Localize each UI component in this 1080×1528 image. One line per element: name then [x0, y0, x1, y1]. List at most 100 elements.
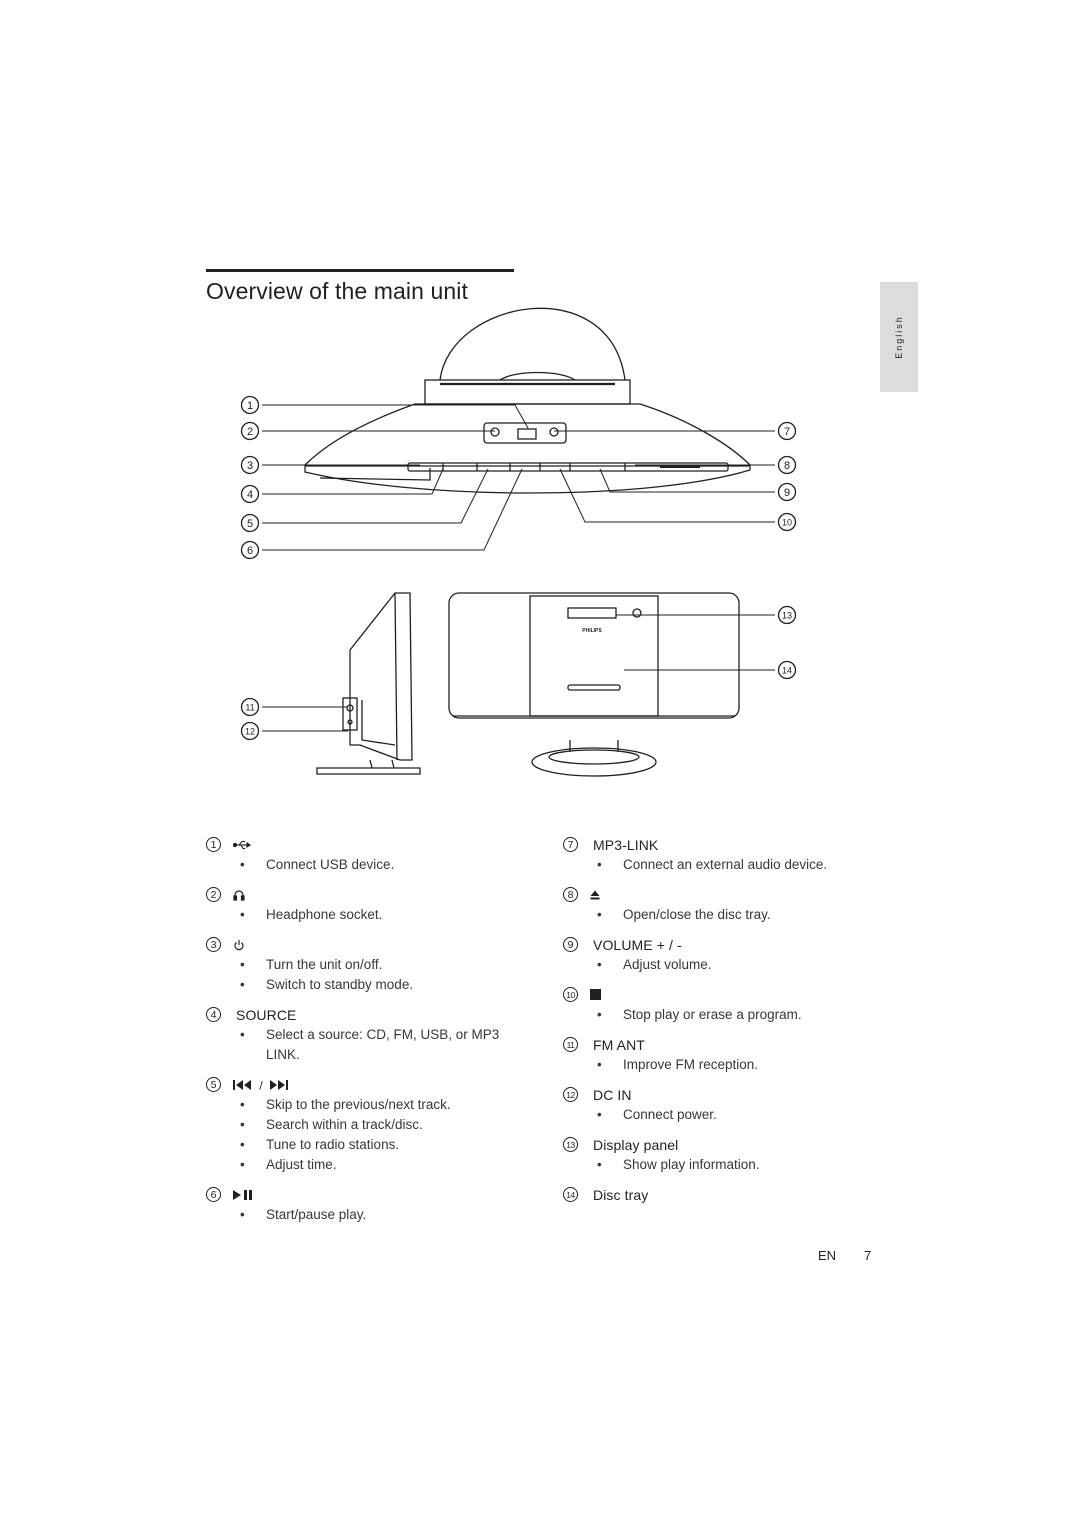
bullet-text: Start/pause play. — [206, 1205, 526, 1225]
callout-label: 13 — [782, 611, 792, 621]
page-title: Overview of the main unit — [206, 278, 469, 304]
callout-label: 4 — [247, 489, 253, 501]
item-number: 3 — [206, 937, 221, 952]
front-door — [529, 595, 659, 717]
item-label: Display panel — [593, 1136, 679, 1153]
callout-11 — [240, 697, 260, 717]
item-stop: 10 Stop play or erase a program. — [563, 984, 873, 1025]
play-pause-icon — [233, 1187, 257, 1203]
callout-13 — [777, 605, 797, 625]
eject-icon — [590, 887, 600, 903]
title-rule — [206, 269, 514, 272]
item-volume: 9 VOLUME + / - Adjust volume. — [563, 934, 873, 975]
callout-6 — [240, 540, 260, 560]
bullet-text: Stop play or erase a program. — [563, 1005, 873, 1025]
bullet-text: Headphone socket. — [206, 905, 526, 925]
stand-base — [531, 747, 657, 777]
stand-top — [548, 749, 640, 765]
callout-label: 14 — [782, 666, 792, 676]
item-label: VOLUME + / - — [593, 936, 682, 953]
callout-7 — [777, 421, 797, 441]
usb-icon — [233, 837, 251, 853]
descriptions-right: 7 MP3-LINK Connect an external audio dev… — [563, 834, 873, 1214]
footer-language: EN — [818, 1248, 837, 1263]
callout-3 — [240, 455, 260, 475]
leader-9 — [599, 468, 775, 493]
item-display-panel: 13 Display panel Show play information. — [563, 1134, 873, 1175]
item-headphone: 2 Headphone socket. — [206, 884, 526, 925]
item-number: 11 — [563, 1037, 578, 1052]
leader-4 — [262, 468, 444, 495]
item-number: 1 — [206, 837, 221, 852]
bullet-text: Skip to the previous/next track. — [206, 1095, 526, 1115]
side-edge — [394, 592, 398, 761]
fm-ant-socket — [346, 704, 354, 712]
leader-6 — [262, 468, 523, 551]
dome-inner-ring — [499, 371, 576, 381]
callout-label: 9 — [784, 487, 790, 499]
callout-12 — [240, 721, 260, 741]
item-source: 4 SOURCE Select a source: CD, FM, USB, o… — [206, 1004, 526, 1065]
item-label: DC IN — [593, 1086, 632, 1103]
item-number: 13 — [563, 1137, 578, 1152]
bullet-text: Search within a track/disc. — [206, 1115, 526, 1135]
callout-2 — [240, 421, 260, 441]
front-body — [448, 592, 740, 719]
bullet-text: Improve FM reception. — [563, 1055, 873, 1075]
item-label: SOURCE — [236, 1006, 297, 1023]
bullet-text: Show play information. — [563, 1155, 873, 1175]
usb-socket — [517, 428, 537, 440]
item-number: 14 — [563, 1187, 578, 1202]
mp3-link-socket — [549, 427, 559, 437]
callout-numbers — [240, 395, 797, 741]
front-lip — [319, 468, 431, 481]
callout-label: 8 — [784, 460, 790, 472]
lower-leaders — [262, 614, 775, 732]
bullet-text: Connect USB device. — [206, 855, 526, 875]
disc-dome — [439, 307, 626, 381]
stop-icon — [590, 987, 602, 1003]
item-number: 5 — [206, 1077, 221, 1092]
callout-10 — [777, 512, 797, 532]
front-view-diagram: PHILIPS — [448, 592, 740, 777]
brand-logo: PHILIPS — [582, 628, 602, 634]
headphone-socket — [490, 427, 500, 437]
top-view-leaders — [262, 404, 775, 551]
bullet-text: Adjust time. — [206, 1155, 526, 1175]
bullet-text: Open/close the disc tray. — [563, 905, 873, 925]
leader-5 — [262, 468, 489, 524]
side-panel — [349, 592, 413, 761]
item-play-pause: 6 Start/pause play. — [206, 1184, 526, 1225]
button-strip — [407, 462, 729, 472]
callout-label: 6 — [247, 545, 253, 557]
item-usb: 1 Connect USB device. — [206, 834, 526, 875]
item-number: 9 — [563, 937, 578, 952]
item-number: 7 — [563, 837, 578, 852]
item-number: 10 — [563, 987, 578, 1002]
disc-tray-slot — [567, 684, 621, 691]
bullet-text: Switch to standby mode. — [206, 975, 526, 995]
callout-9 — [777, 482, 797, 502]
callout-14 — [777, 660, 797, 680]
main-unit-figure: PHILIPS 1 2 3 4 5 6 7 8 — [240, 307, 797, 777]
bullet-text: Select a source: CD, FM, USB, or MP3 LIN… — [206, 1025, 526, 1065]
top-view-diagram — [304, 307, 751, 494]
item-number: 4 — [206, 1007, 221, 1022]
separator-slash: / — [259, 1079, 263, 1091]
bullet-text: Tune to radio stations. — [206, 1135, 526, 1155]
callout-5 — [240, 513, 260, 533]
callout-label: 5 — [247, 518, 253, 530]
item-label: MP3-LINK — [593, 836, 659, 853]
bullet-text: Connect an external audio device. — [563, 855, 873, 875]
leader-10 — [559, 468, 775, 523]
unit-body — [304, 403, 751, 494]
power-icon — [233, 937, 245, 953]
leader-1 — [262, 404, 529, 429]
sensor — [632, 608, 642, 618]
item-label: Disc tray — [593, 1186, 649, 1203]
bullet-text: Turn the unit on/off. — [206, 955, 526, 975]
callout-label: 12 — [245, 727, 255, 737]
item-mp3-link: 7 MP3-LINK Connect an external audio dev… — [563, 834, 873, 875]
item-label: FM ANT — [593, 1036, 645, 1053]
callout-label: 11 — [245, 703, 254, 713]
